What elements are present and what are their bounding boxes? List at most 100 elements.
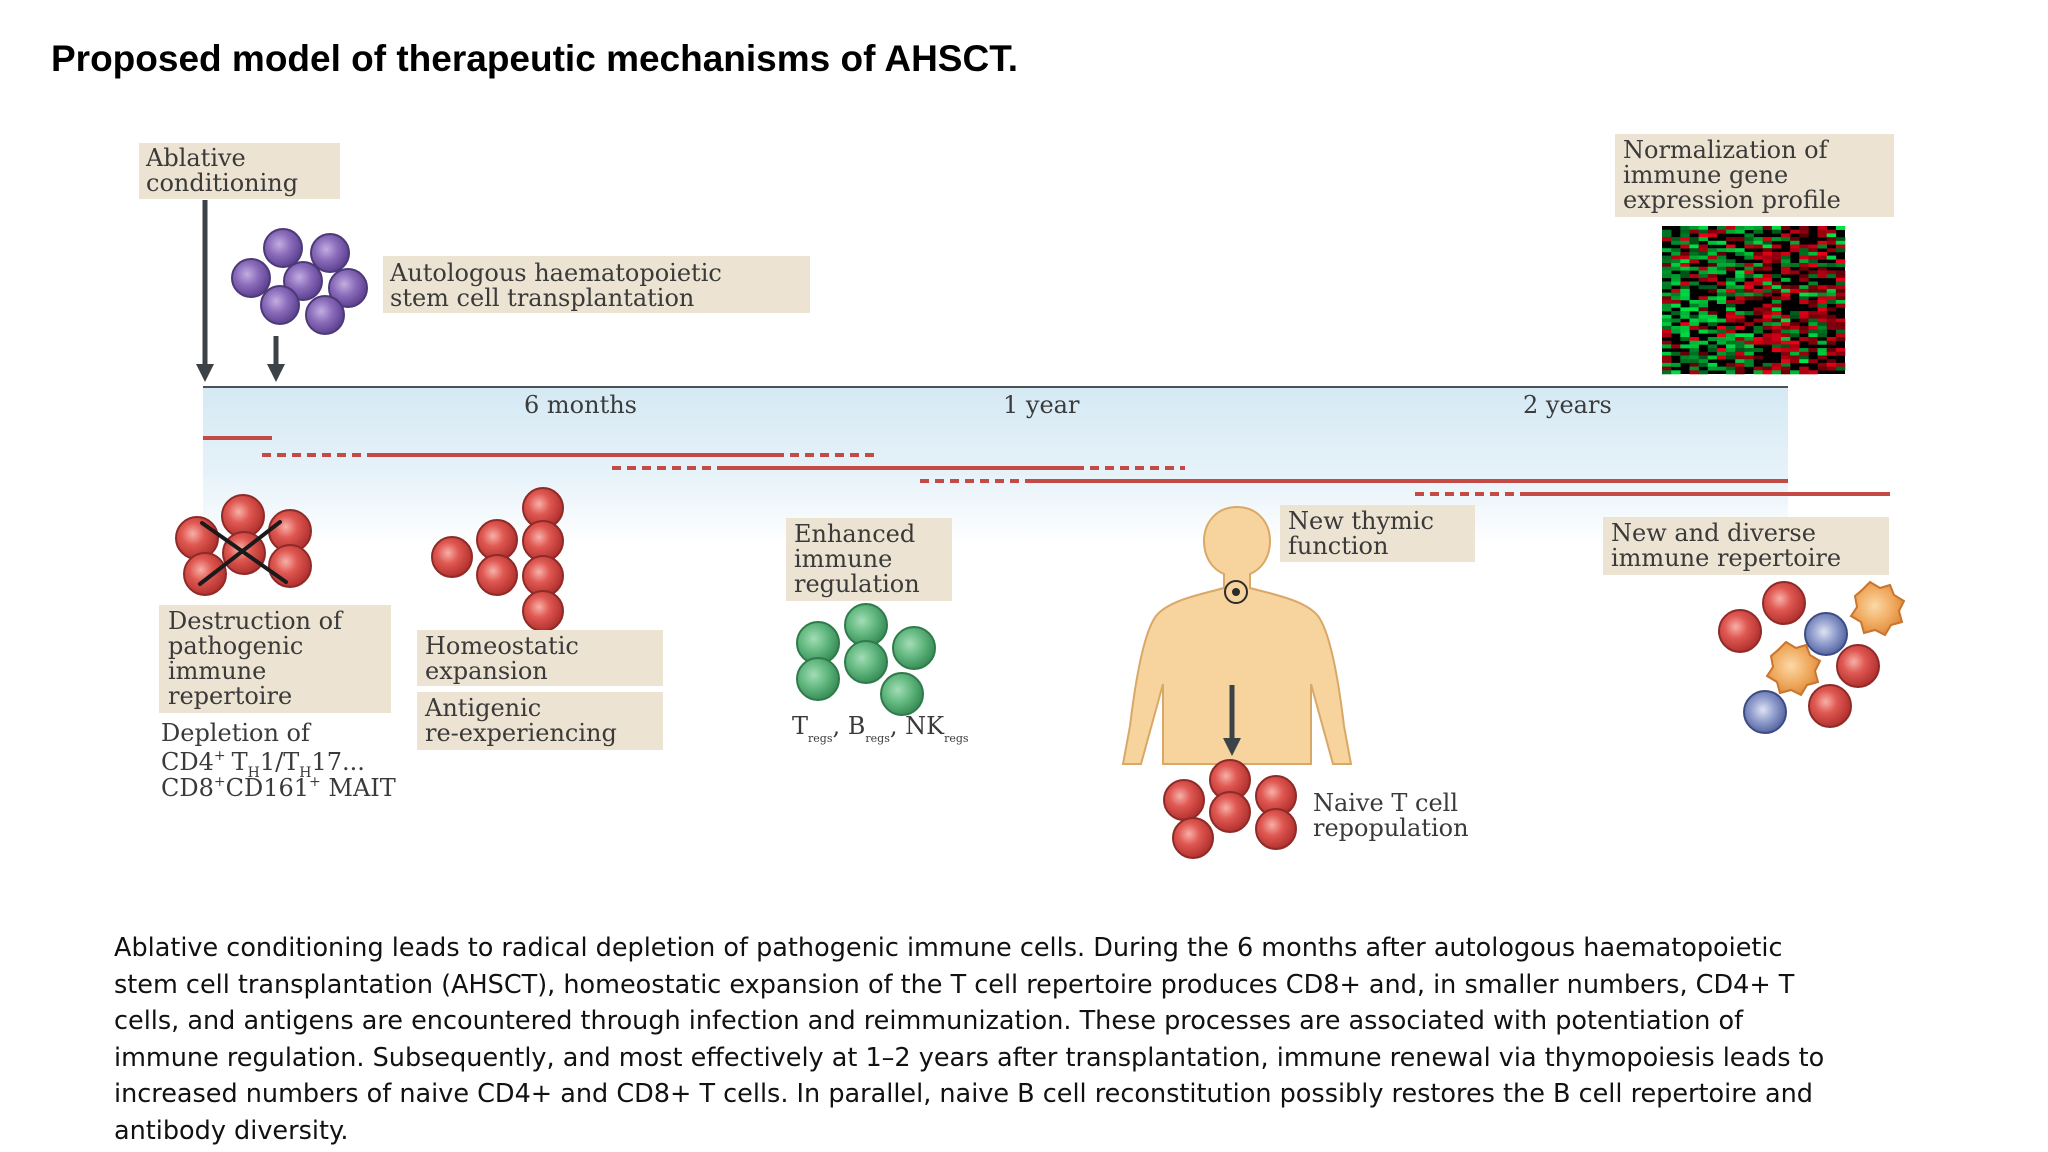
heatmap-cell xyxy=(1662,300,1672,304)
heatmap-cell xyxy=(1753,325,1763,330)
heatmap-cell xyxy=(1780,318,1791,323)
heatmap-cell xyxy=(1753,340,1763,345)
heatmap-cell xyxy=(1680,266,1690,271)
heatmap-cell xyxy=(1716,288,1727,293)
heatmap-cell xyxy=(1680,322,1690,327)
heatmap-cell xyxy=(1799,285,1809,290)
heatmap-cell xyxy=(1790,351,1800,356)
heatmap-cell xyxy=(1780,322,1791,327)
heatmap-cell xyxy=(1680,255,1690,260)
heatmap-cell xyxy=(1808,300,1818,304)
heatmap-cell xyxy=(1698,237,1709,242)
heatmap-cell xyxy=(1671,329,1681,334)
heatmap-cell xyxy=(1808,303,1818,308)
heatmap-cell xyxy=(1762,255,1773,260)
heatmap-cell xyxy=(1835,226,1846,230)
heatmap-cell xyxy=(1808,248,1818,253)
heatmap-cell xyxy=(1680,325,1690,330)
heatmap-cell xyxy=(1689,366,1699,371)
heatmap-cell xyxy=(1707,255,1718,260)
heatmap-cell xyxy=(1671,266,1681,271)
heatmap-cell xyxy=(1707,337,1718,341)
heatmap-cell xyxy=(1716,340,1727,345)
heatmap-cell xyxy=(1780,325,1791,330)
heatmap-cell xyxy=(1817,285,1827,290)
heatmap-cell xyxy=(1744,337,1754,341)
heatmap-cell xyxy=(1735,263,1745,267)
heatmap-cell xyxy=(1698,233,1709,238)
heatmap-cell xyxy=(1762,263,1773,267)
heatmap-cell xyxy=(1689,370,1699,375)
heatmap-cell xyxy=(1762,333,1773,338)
heatmap-cell xyxy=(1735,359,1745,364)
heatmap-cell xyxy=(1762,340,1773,345)
heatmap-cell xyxy=(1826,348,1837,353)
phase-bars xyxy=(203,436,1890,496)
heatmap-cell xyxy=(1753,277,1763,282)
heatmap-cell xyxy=(1726,244,1736,249)
heatmap-cell xyxy=(1790,285,1800,290)
heatmap-cell xyxy=(1707,322,1718,327)
heatmap-cell xyxy=(1835,300,1846,304)
heatmap-cell xyxy=(1680,270,1690,275)
heatmap-cell xyxy=(1662,333,1672,338)
heatmap-cell xyxy=(1698,370,1709,375)
heatmap-cell xyxy=(1780,366,1791,371)
heatmap-cell xyxy=(1726,348,1736,353)
heatmap-cell xyxy=(1835,244,1846,249)
heatmap-cell xyxy=(1835,288,1846,293)
heatmap-cell xyxy=(1698,296,1709,301)
heatmap-cell xyxy=(1808,285,1818,290)
heatmap-cell xyxy=(1662,355,1672,360)
heatmap-cell xyxy=(1799,266,1809,271)
heatmap-cell xyxy=(1780,255,1791,260)
heatmap-cell xyxy=(1671,237,1681,242)
heatmap-cell xyxy=(1762,292,1773,297)
heatmap-cell xyxy=(1771,251,1782,256)
heatmap-cell xyxy=(1835,366,1846,371)
heatmap-cell xyxy=(1689,340,1699,345)
heatmap-cell xyxy=(1671,344,1681,349)
heatmap-cell xyxy=(1744,237,1754,242)
heatmap-cell xyxy=(1753,318,1763,323)
heatmap-cell xyxy=(1780,314,1791,319)
heatmap-cell xyxy=(1716,337,1727,341)
heatmap-cell xyxy=(1799,348,1809,353)
heatmap-cell xyxy=(1762,322,1773,327)
heatmap-cell xyxy=(1753,348,1763,353)
heatmap-cell xyxy=(1744,348,1754,353)
heatmap-cell xyxy=(1771,348,1782,353)
heatmap-cell xyxy=(1671,311,1681,316)
heatmap-cell xyxy=(1716,240,1727,245)
heatmap-cell xyxy=(1735,351,1745,356)
ahsct-label-line1: Autologous haematopoietic xyxy=(389,259,722,287)
heatmap-cell xyxy=(1835,333,1846,338)
heatmap-cell xyxy=(1771,318,1782,323)
heatmap-cell xyxy=(1735,292,1745,297)
heatmap-cell xyxy=(1726,314,1736,319)
heatmap-cell xyxy=(1771,237,1782,242)
heatmap-cell xyxy=(1689,244,1699,249)
heatmap-cell xyxy=(1698,340,1709,345)
heatmap-cell xyxy=(1662,270,1672,275)
heatmap-cell xyxy=(1671,362,1681,367)
heatmap-cell xyxy=(1799,351,1809,356)
heatmap-cell xyxy=(1662,322,1672,327)
heatmap-cell xyxy=(1817,296,1827,301)
heatmap-cell xyxy=(1689,325,1699,330)
heatmap-cell xyxy=(1689,274,1699,279)
heatmap-cell xyxy=(1671,251,1681,256)
heatmap-cell xyxy=(1744,285,1754,290)
heatmap-cell xyxy=(1790,325,1800,330)
heatmap-cell xyxy=(1799,248,1809,253)
heatmap-cell xyxy=(1680,263,1690,267)
heatmap-cell xyxy=(1762,259,1773,264)
heatmap-cell xyxy=(1735,251,1745,256)
heatmap-cell xyxy=(1744,255,1754,260)
heatmap-cell xyxy=(1671,303,1681,308)
heatmap-cell xyxy=(1689,281,1699,286)
heatmap-cell xyxy=(1680,229,1690,234)
heatmap-cell xyxy=(1689,351,1699,356)
heatmap-cell xyxy=(1689,344,1699,349)
